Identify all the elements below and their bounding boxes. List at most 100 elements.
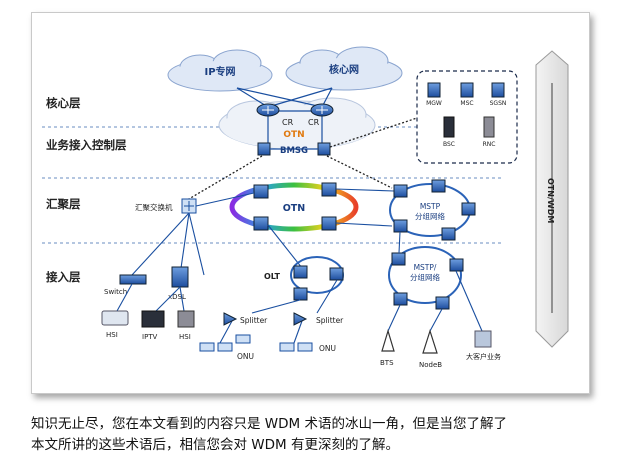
mstp-access-links: [387, 231, 483, 332]
switch-icon: [119, 274, 147, 285]
cloud-core-net-label: 核心网: [329, 63, 359, 76]
mstp-lower-nodes: [391, 252, 464, 310]
cloud-ip-private: IP专网: [167, 49, 273, 92]
sgsn-label: SGSN: [490, 100, 507, 107]
olt-label: OLT: [264, 272, 281, 281]
terminal-hsi-mid: HSI: [177, 310, 195, 341]
access-left-links: [116, 283, 185, 312]
onu-left-icon-2: [217, 342, 233, 352]
hsi-mid-label: HSI: [179, 333, 191, 341]
nodeb-label: NodeB: [419, 361, 442, 369]
iptv-label: IPTV: [142, 333, 158, 341]
mstp-upper-nodes: [393, 179, 476, 241]
onu-right-label: ONU: [319, 344, 336, 353]
bts-tower-icon: [381, 328, 395, 352]
sgsn-icon: [491, 82, 505, 98]
network-diagram: 核心层 业务接入控制层 汇聚层 接入层 IP专网 核心网 OTN: [42, 46, 569, 369]
building-icon: [474, 330, 492, 348]
msc-icon: [460, 82, 474, 98]
bmsg-devices: BMSG: [257, 142, 331, 156]
endpoint-bts: BTS: [380, 328, 395, 367]
otn-node-4: [321, 216, 337, 231]
mstp-lower-node-4: [435, 296, 450, 310]
caption-line-1: 知识无止尽，您在本文看到的内容只是 WDM 术语的冰山一角，但是当您了解了: [31, 416, 507, 432]
mstp-lower-node-2: [449, 258, 464, 272]
msc-label: MSC: [460, 100, 473, 107]
cloud-core-net: 核心网: [285, 46, 403, 91]
hsi-left-label: HSI: [106, 331, 118, 339]
mstp-upper-node-4: [393, 219, 408, 233]
router-cr-left: CR: [256, 103, 294, 127]
mstp-lower-node-1: [391, 252, 406, 266]
cr-left-label: CR: [282, 118, 294, 127]
olt-links: [219, 279, 338, 344]
mstp-lower-node-3: [393, 292, 408, 306]
bsc-icon: [443, 116, 455, 138]
mstp-lower-label-2: 分组网络: [410, 272, 440, 282]
otn-ring-label: OTN: [283, 203, 306, 214]
mstp-upper-label-2: 分组网络: [415, 211, 445, 221]
mstp-upper-node-2: [431, 179, 446, 193]
bsc-label: BSC: [443, 141, 455, 148]
onu-right-icon-1: [279, 342, 295, 352]
bts-label: BTS: [380, 359, 394, 367]
onu-right: ONU: [279, 342, 336, 353]
xdsl-icon: [171, 266, 189, 288]
cloud-otn-core: OTN: [218, 97, 376, 150]
rnc-label: RNC: [483, 141, 496, 148]
otn-wdm-bar: OTN/WDM: [535, 50, 569, 348]
terminal-iptv: IPTV: [141, 310, 165, 341]
otn-node-3: [253, 216, 269, 231]
rnc-icon: [483, 116, 495, 138]
laptop-icon: [101, 310, 129, 326]
cloud-ip-private-label: IP专网: [204, 65, 235, 78]
enterprise-label: 大客户业务: [466, 352, 501, 361]
caption-line-2: 本文所讲的这些术语后，相信您会对 WDM 有更深刻的了解。: [31, 437, 399, 453]
cr-right-label: CR: [308, 118, 320, 127]
access-switch: Switch: [104, 274, 147, 296]
agg-switch-label: 汇聚交换机: [135, 202, 173, 212]
olt-ring: OLT: [264, 256, 344, 301]
access-xdsl: xDSL: [168, 266, 189, 301]
nodeb-tower-icon: [422, 329, 438, 354]
layer-label-core: 核心层: [46, 96, 81, 110]
aggregation-switch: 汇聚交换机: [135, 198, 197, 214]
mgw-icon: [427, 82, 441, 98]
onu-left-icon-3: [235, 334, 251, 344]
onu-left-label: ONU: [237, 352, 254, 361]
splitter-left: Splitter: [223, 312, 268, 326]
mstp-upper-node-1: [393, 184, 408, 198]
diagram-frame: 核心层 业务接入控制层 汇聚层 接入层 IP专网 核心网 OTN: [31, 12, 590, 394]
aggregation-links: [131, 188, 395, 276]
tv-icon: [141, 310, 165, 328]
article-caption: 知识无止尽，您在本文看到的内容只是 WDM 术语的冰山一角，但是当您了解了 本文…: [31, 414, 601, 456]
otn-wdm-label: OTN/WDM: [546, 178, 555, 223]
onu-left-icon-1: [199, 342, 215, 352]
layer-label-access: 接入层: [46, 270, 81, 284]
endpoint-enterprise: 大客户业务: [466, 330, 501, 361]
mstp-upper-label-1: MSTP: [420, 202, 441, 211]
onu-right-icon-2: [297, 342, 313, 352]
layer-label-aggregation: 汇聚层: [46, 197, 81, 211]
olt-node-2: [329, 267, 344, 281]
switch-label: Switch: [104, 288, 127, 296]
splitter-left-icon: [223, 312, 238, 326]
mstp-lower-ring: MSTP/ 分组网络: [388, 246, 462, 304]
xdsl-label: xDSL: [168, 293, 186, 301]
terminal-hsi-left: HSI: [101, 310, 129, 339]
mstp-upper-node-3: [461, 202, 476, 216]
pc-icon: [177, 310, 195, 328]
olt-node-3: [293, 287, 308, 301]
onu-left: ONU: [199, 334, 254, 361]
otn-core-label: OTN: [283, 130, 304, 140]
mstp-upper-node-5: [441, 227, 456, 241]
splitter-left-label: Splitter: [240, 316, 268, 325]
bmsg-left-icon: [257, 142, 271, 156]
bmsg-label: BMSG: [280, 146, 308, 156]
layer-label-service-control: 业务接入控制层: [46, 138, 127, 152]
otn-ring: OTN: [229, 182, 359, 232]
mstp-lower-label-1: MSTP/: [414, 263, 437, 272]
dotted-links: [181, 117, 418, 204]
splitter-right-label: Splitter: [316, 316, 344, 325]
splitter-right: Splitter: [293, 312, 344, 326]
